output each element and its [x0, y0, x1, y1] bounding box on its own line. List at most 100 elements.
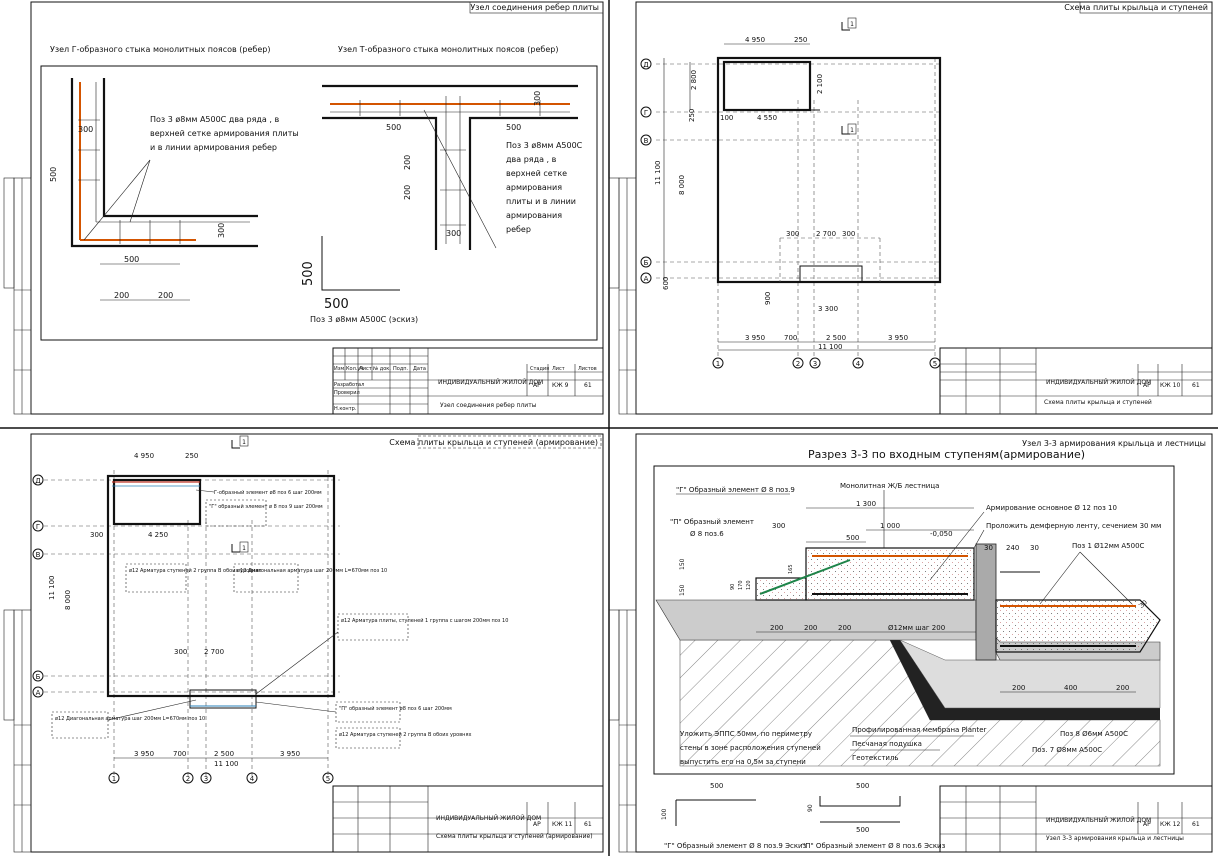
sheet1: Узел соединения ребер плиты Узел Г-образ… [40, 1, 604, 415]
tb-kol: Кол.уч [346, 366, 363, 372]
sheet2-tb-code: КЖ 10 [1160, 382, 1180, 389]
sheet1-title-g: Узел Г-образного стыка монолитных поясов… [50, 45, 270, 54]
sheet1-tb-title: Узел соединения ребер плиты [440, 402, 537, 409]
sheet2-header: Схема плиты крыльца и ступеней [1064, 3, 1208, 12]
s2-dim-t2: 250 [794, 36, 807, 44]
t-dim-300: 300 [446, 229, 461, 238]
s4-p-elem-1: "П" Образный элемент [670, 518, 754, 526]
s4-xps-1: Уложить ЭППС 50мм. по периметру [680, 730, 812, 738]
s2-dim-b4: 3 950 [888, 334, 908, 342]
s3-note-1: Г-образный элемент ø8 поз 6 шаг 200мм [214, 489, 322, 496]
tb-dev: Разработал [334, 382, 364, 388]
s3-dim-t2: 250 [185, 452, 198, 460]
porch-slab [995, 599, 1161, 653]
sheet1-title-t: Узел Т-образного стыка монолитных поясов… [338, 45, 558, 54]
s4-elevation: -0,050 [930, 530, 953, 538]
s4-dim-200a: 200 [770, 624, 783, 632]
s4-dim-200c: 200 [838, 624, 851, 632]
tb-chk: Проверил [334, 390, 360, 396]
s2-dim-b2: 700 [784, 334, 797, 342]
t-note-1: Поз 3 ø8мм А500С [506, 141, 583, 150]
s2-dim-l1: 2 800 [690, 70, 698, 90]
sheet2-tb-sheet: 61 [1192, 382, 1200, 389]
s3-axis-a: А [36, 689, 41, 697]
t-note-4: армирования [506, 183, 562, 192]
l-note-line2: верхней сетке армирования плиты [150, 129, 299, 138]
t-note-6: армирования [506, 211, 562, 220]
s2-dim-100: 100 [720, 114, 733, 122]
s3-section-mark-1: 1 [242, 439, 246, 446]
s3-note-6: "П" образный элемент ø8 поз 6 шаг 200мм [339, 705, 452, 712]
s4-p-elem-2: Ø 8 поз.6 [690, 530, 724, 538]
sketch-dim-500-h: 500 [324, 297, 349, 312]
s4-poz8: Поз 8 Ø6мм А500С [1060, 730, 1128, 738]
sketch-poz3: 500 500 Поз 3 ø8мм А500С (эскиз) [301, 236, 418, 324]
sheet4-tb-code: КЖ 12 [1160, 821, 1180, 828]
s4-geotex: Геотекстиль [852, 754, 899, 762]
t-dim-200-b: 200 [403, 185, 412, 200]
s4-sk-90: 90 [807, 804, 814, 812]
sheet3-title-block: ИНДИВИДУАЛЬНЫЙ ЖИЛОЙ ДОМ Схема плиты кры… [332, 785, 604, 853]
sketch-dim-500-v: 500 [301, 261, 316, 286]
t-note-5: плиты и в линии [506, 197, 576, 206]
tb-sheet-col: Лист [552, 366, 565, 372]
l-dim-300: 300 [78, 125, 93, 134]
s3-axis-g: Г [36, 523, 40, 531]
s4-damper: Проложить демферную ленту, сечением 30 м… [986, 522, 1161, 530]
s4-dim-30c: 30 [1138, 599, 1148, 609]
l-dim-500: 500 [124, 255, 139, 264]
t-note-3: верхней сетке [506, 169, 567, 178]
s2-dim-b1: 3 950 [745, 334, 765, 342]
s3-section-mark-2: 1 [242, 545, 246, 552]
s3-dim-b1: 3 950 [134, 750, 154, 758]
t-dim-500-b: 500 [506, 123, 521, 132]
axis-5: 5 [933, 360, 937, 368]
s2-section-mark-bot: 1 [850, 127, 854, 134]
sheet3-tb-stage: АР [533, 821, 541, 828]
s2-dim-l2: 11 100 [654, 161, 662, 186]
tb-sign: Подп. [393, 366, 409, 372]
t-note-7: ребер [506, 225, 531, 234]
s3-axis-v: В [36, 551, 41, 559]
sheet1-header: Узел соединения ребер плиты [470, 3, 599, 12]
s4-g-elem: "Г" Образный элемент Ø 8 поз.9 [676, 486, 795, 494]
s4-g-sketch: "Г" Образный элемент Ø 8 поз.9 Эскиз [664, 842, 807, 850]
s3-dim-8000: 8 000 [64, 590, 72, 610]
axis-bubbles-h: Д Г В Б А [640, 58, 652, 284]
s3-note-5: ø12 Арматура плиты, ступеней 1 группа с … [341, 617, 508, 624]
sheet4: Узел 3-3 армирования крыльца и лестницы … [653, 439, 1213, 853]
s4-dim-1000: 1 000 [880, 522, 900, 530]
s3-axis-b: Б [36, 673, 41, 681]
axis-bubbles-v: 1 2 3 4 5 [712, 357, 941, 369]
l-note-line3: и в линии армирования ребер [150, 143, 277, 152]
s2-dim-300b: 300 [842, 230, 855, 238]
t-dim-300-v: 300 [533, 91, 542, 106]
s4-sk-100a: 100 [661, 808, 668, 820]
sheet2: Схема плиты крыльца и ступеней Д Г В Б [640, 1, 1213, 415]
s4-dim-30a: 30 [984, 544, 993, 552]
s2-dim-900: 900 [764, 292, 772, 305]
tb-doc: № док. [373, 366, 391, 372]
s4-poz7: Поз. 7 Ø8мм А500С [1032, 746, 1102, 754]
s3-callouts: Г-образный элемент ø8 поз 6 шаг 200мм "Г… [51, 489, 508, 749]
sheet2-tb-project: ИНДИВИДУАЛЬНЫЙ ЖИЛОЙ ДОМ [1046, 379, 1151, 386]
s2-dim-300a: 300 [786, 230, 799, 238]
s4-monolith: Монолитная Ж/Б лестница [840, 482, 939, 490]
s3-note-3: ø12 Арматура ступеней 2 группа В обоих у… [129, 567, 261, 574]
s4-dim-1300: 1 300 [856, 500, 876, 508]
s4-membrane: Профилированная мембрана Planter [852, 726, 987, 734]
l-note-line1: Поз 3 ø8мм А500С два ряда , в [150, 115, 279, 124]
s3-dim-300: 300 [174, 648, 187, 656]
t-dim-200-a: 200 [403, 155, 412, 170]
s2-dim-t1: 4 950 [745, 36, 765, 44]
l-joint-detail: 300 500 300 500 200 200 Поз 3 ø8мм А500С… [49, 78, 299, 301]
sheet4-header: Узел 3-3 армирования крыльца и лестницы [1022, 439, 1206, 448]
s3-axis-d: Д [35, 477, 41, 485]
l-dim-200-a: 200 [114, 291, 129, 300]
membrane-line [890, 640, 1160, 720]
s3-note-7: ø12 Арматура ступеней 2 группа В обоих у… [339, 731, 471, 738]
sheet2-tb-title: Схема плиты крыльца и ступеней [1044, 399, 1152, 406]
s2-dim-2100: 2 100 [816, 74, 824, 94]
sheet4-title-block: ИНДИВИДУАЛЬНЫЙ ЖИЛОЙ ДОМ Узел 3-3 армиро… [939, 785, 1213, 853]
